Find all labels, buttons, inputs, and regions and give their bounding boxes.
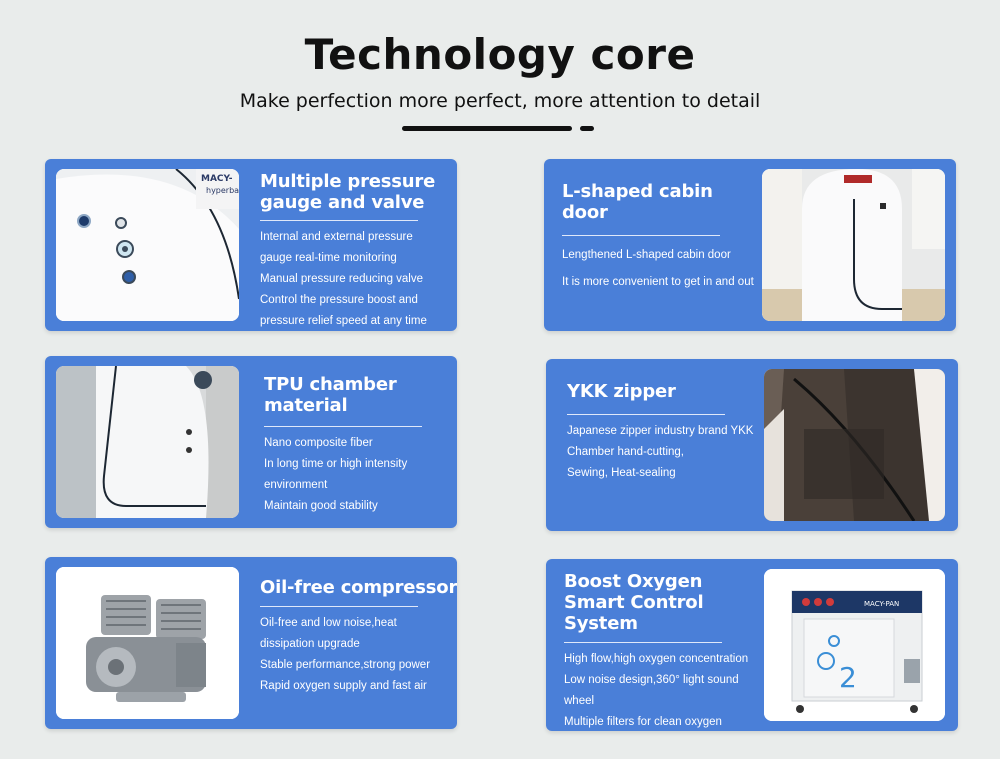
list-item: In long time or high intensity (264, 458, 408, 470)
card-text: Oil-free compressor Oil-free and low noi… (260, 577, 457, 697)
list-item: gauge real-time monitoring (260, 252, 397, 264)
card-title: TPU chamber material (264, 374, 397, 416)
card-title: Multiple pressure gauge and valve (260, 171, 436, 213)
list-item: It is more convenient to get in and out (562, 276, 754, 288)
list-item: Manual pressure reducing valve (260, 273, 424, 285)
list-item: Chamber hand-cutting, (567, 446, 684, 458)
list-item: Oil-free and low noise,heat (260, 617, 397, 629)
card-feature-list: High flow,high oxygen concentration Low … (564, 649, 764, 731)
list-item: Sewing, Heat-sealing (567, 467, 676, 479)
tpu-chamber-photo (56, 366, 239, 518)
card-text: Multiple pressure gauge and valve Intern… (260, 171, 457, 331)
title-underline-dot (580, 126, 594, 131)
compressor-photo (56, 567, 239, 719)
card-divider (264, 426, 422, 427)
list-item: environment (264, 479, 328, 491)
list-item: High flow,high oxygen concentration (564, 653, 749, 665)
svg-text:2: 2 (839, 661, 857, 694)
svg-text:hyperbar: hyperbar (206, 186, 239, 195)
card-text: TPU chamber material Nano composite fibe… (264, 374, 457, 517)
card-divider (567, 414, 725, 415)
card-text: YKK zipper Japanese zipper industry bran… (567, 381, 767, 484)
list-item: Rapid oxygen supply and fast air (260, 680, 427, 692)
card-title: YKK zipper (567, 381, 676, 402)
list-item: Nano composite fiber (264, 437, 373, 449)
list-item: Lengthened L-shaped cabin door (562, 249, 731, 261)
list-item: Control the pressure boost and (260, 294, 418, 306)
list-item: pressure relief speed at any time (260, 315, 427, 327)
card-feature-list: Lengthened L-shaped cabin door It is mor… (562, 242, 762, 296)
card-title: Oil-free compressor (260, 577, 457, 598)
list-item: Japanese zipper industry brand YKK (567, 425, 754, 437)
card-text: Boost Oxygen Smart Control System High f… (564, 571, 764, 731)
card-feature-list: Oil-free and low noise,heat dissipation … (260, 613, 457, 697)
title-underline (402, 126, 572, 131)
card-feature-list: Japanese zipper industry brand YKK Chamb… (567, 421, 767, 484)
ykk-zipper-photo (764, 369, 945, 521)
page-title: Technology core (304, 30, 696, 79)
list-item: Multiple filters for clean oxygen (564, 716, 722, 728)
card-divider (564, 642, 722, 643)
feature-card-compressor: Oil-free compressor Oil-free and low noi… (45, 557, 457, 729)
card-divider (562, 235, 720, 236)
feature-card-ykk-zipper: YKK zipper Japanese zipper industry bran… (546, 359, 958, 531)
card-divider (260, 606, 418, 607)
card-divider (260, 220, 418, 221)
list-item: Low noise design,360° light sound (564, 674, 739, 686)
list-item: dissipation upgrade (260, 638, 360, 650)
card-title: Boost Oxygen Smart Control System (564, 571, 704, 634)
page-subtitle: Make perfection more perfect, more atten… (239, 90, 761, 112)
pressure-gauge-photo: MACY- hyperbar (56, 169, 239, 321)
brand-logo-text: MACY-PAN (864, 600, 899, 608)
cabin-door-photo (762, 169, 945, 321)
oxygen-machine-photo: MACY-PAN 2 (764, 569, 945, 721)
card-feature-list: Nano composite fiber In long time or hig… (264, 433, 457, 517)
feature-card-cabin-door: L-shaped cabin door Lengthened L-shaped … (544, 159, 956, 331)
feature-card-tpu-material: TPU chamber material Nano composite fibe… (45, 356, 457, 528)
brand-logo-text: MACY- (201, 174, 233, 184)
card-text: L-shaped cabin door Lengthened L-shaped … (562, 181, 762, 296)
card-feature-list: Internal and external pressure gauge rea… (260, 227, 457, 331)
feature-card-pressure-gauge: MACY- hyperbar Multiple pressure gauge a… (45, 159, 457, 331)
header: Technology core Make perfection more per… (0, 0, 1000, 140)
list-item: wheel (564, 695, 595, 707)
list-item: Stable performance,strong power (260, 659, 431, 671)
card-title: L-shaped cabin door (562, 181, 713, 223)
list-item: Internal and external pressure (260, 231, 413, 243)
feature-card-oxygen-system: Boost Oxygen Smart Control System High f… (546, 559, 958, 731)
list-item: Maintain good stability (264, 500, 378, 512)
